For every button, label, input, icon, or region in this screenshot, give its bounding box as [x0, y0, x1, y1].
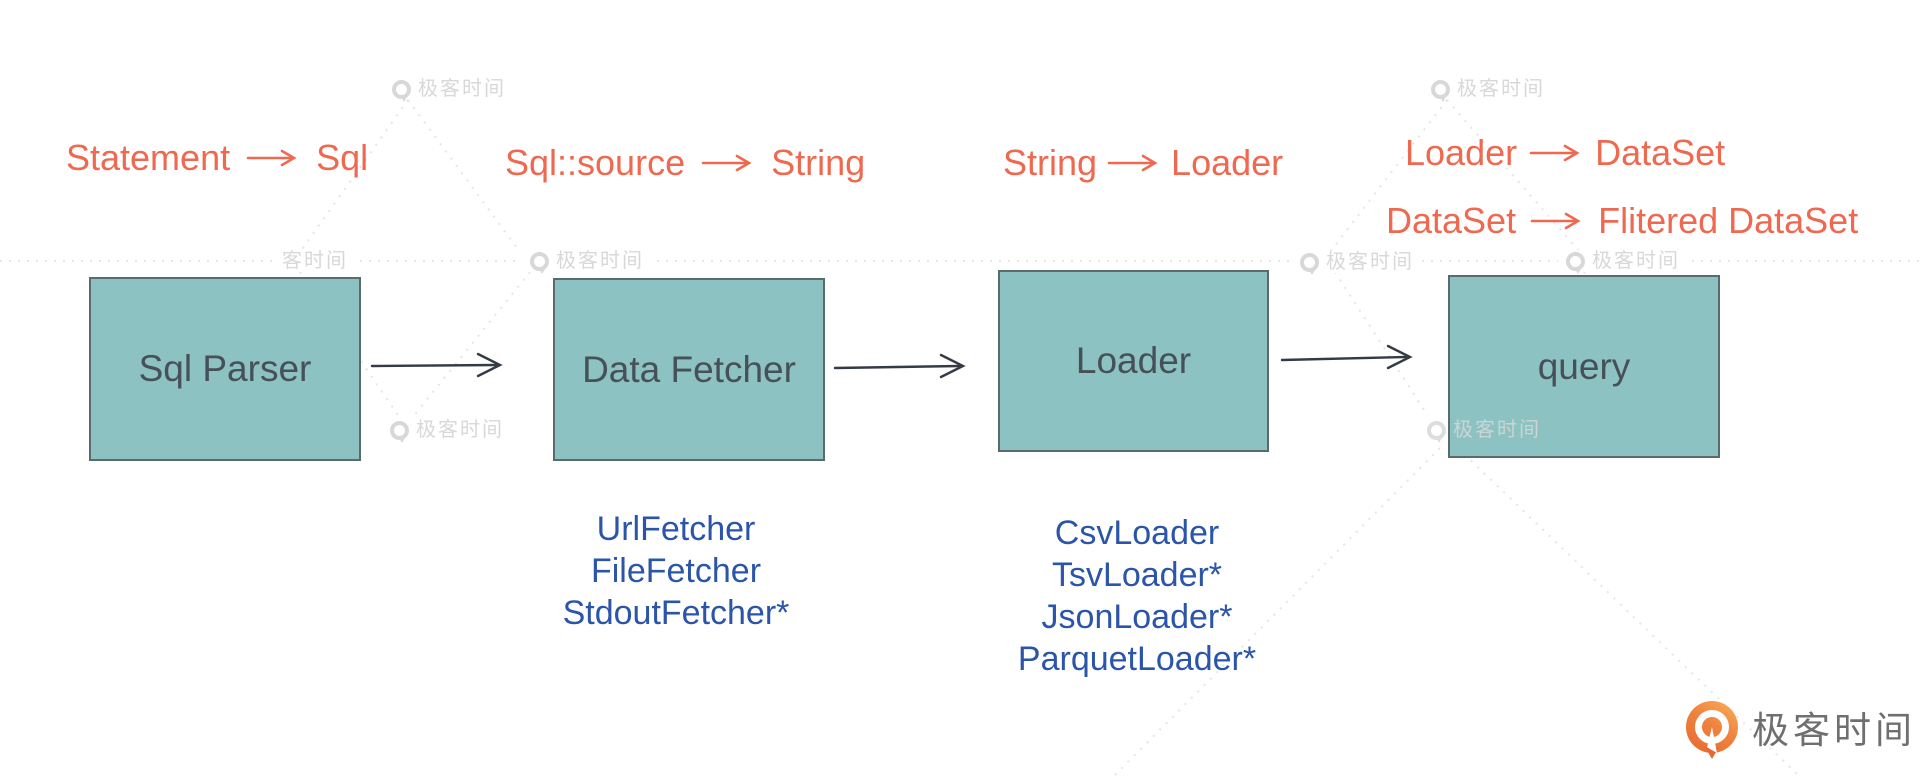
right-arrow-icon — [701, 154, 752, 172]
loader-implementations-list: CsvLoader TsvLoader* JsonLoader* Parquet… — [1018, 512, 1256, 680]
annotation-from: Sql::source — [505, 142, 686, 183]
geektime-brand: 极客时间 — [1686, 700, 1916, 759]
watermark-mark: 极客时间 — [522, 250, 652, 274]
watermark-logo-icon — [530, 251, 549, 274]
list-item: TsvLoader* — [1051, 556, 1223, 594]
flow-arrow-2 — [833, 353, 966, 379]
list-item: CsvLoader — [1054, 514, 1220, 552]
watermark-text: 极客时间 — [1453, 419, 1541, 441]
list-item: UrlFetcher — [596, 510, 756, 548]
list-item: ParquetLoader* — [1017, 640, 1257, 678]
watermark-logo-icon — [392, 79, 411, 102]
stage-label: query — [1537, 345, 1631, 387]
watermark-logo-icon — [1566, 251, 1585, 274]
list-item: StdoutFetcher* — [562, 594, 790, 632]
annotation-to: String — [771, 142, 866, 183]
watermark-mark: 极客时间 — [1431, 78, 1545, 102]
stage-label: Loader — [1075, 340, 1192, 381]
watermark-text: 极客时间 — [556, 250, 644, 272]
watermark-text: 极客时间 — [1457, 78, 1545, 100]
stage-label: Sql Parser — [138, 348, 312, 389]
watermark-mark: 客时间 — [274, 250, 356, 272]
annotation-from: Loader — [1405, 132, 1518, 173]
watermark-mark: 极客时间 — [390, 419, 504, 443]
stage-box-sql-parser: Sql Parser — [89, 277, 361, 461]
watermark-logo-icon — [1427, 420, 1446, 443]
watermark-text: 极客时间 — [1326, 251, 1414, 273]
annotation-from: DataSet — [1386, 200, 1517, 241]
annotation-to: DataSet — [1595, 132, 1726, 173]
flow-arrow-3 — [1280, 344, 1413, 370]
type-annotation-string-loader: String Loader — [1003, 141, 1283, 185]
watermark-text: 极客时间 — [416, 419, 504, 441]
watermark-logo-icon — [1300, 252, 1319, 275]
fetcher-implementations-list: UrlFetcher FileFetcher StdoutFetcher* — [563, 508, 790, 634]
watermark-text: 极客时间 — [1592, 250, 1680, 272]
geektime-logo-icon — [1686, 701, 1738, 759]
watermark-text: 客时间 — [282, 250, 348, 272]
stage-box-data-fetcher: Data Fetcher — [553, 278, 825, 461]
stage-label: Data Fetcher — [582, 348, 796, 390]
watermark-mark: 极客时间 — [1558, 250, 1688, 274]
stage-box-query: query — [1448, 275, 1720, 458]
watermark-mark: 极客时间 — [1427, 419, 1541, 443]
flow-arrow-1 — [370, 352, 503, 378]
annotation-from: String — [1003, 142, 1098, 183]
annotation-to: Sql — [316, 137, 369, 178]
right-arrow-icon — [1529, 144, 1580, 162]
type-annotation-loader-dataset: Loader DataSet — [1405, 131, 1725, 175]
annotation-to: Loader — [1171, 142, 1284, 183]
type-annotation-statement-sql: Statement Sql — [66, 136, 368, 180]
list-item: JsonLoader* — [1041, 598, 1233, 636]
type-annotation-dataset-filtered: DataSet Flitered DataSet — [1386, 199, 1858, 243]
watermark-text: 极客时间 — [418, 78, 506, 100]
right-arrow-icon — [246, 149, 297, 167]
list-item: FileFetcher — [590, 552, 762, 590]
watermark-mark: 极客时间 — [1292, 251, 1422, 275]
annotation-to: Flitered DataSet — [1598, 200, 1859, 241]
right-arrow-icon — [1530, 212, 1581, 230]
watermark-logo-icon — [390, 420, 409, 443]
stage-box-loader: Loader — [998, 270, 1269, 452]
watermark-logo-icon — [1431, 79, 1450, 102]
type-annotation-sqlsource-string: Sql::source String — [505, 141, 865, 185]
annotation-from: Statement — [66, 137, 231, 178]
right-arrow-icon — [1107, 154, 1158, 172]
watermark-mark: 极客时间 — [392, 78, 506, 102]
geektime-brand-text: 极客时间 — [1752, 710, 1916, 751]
